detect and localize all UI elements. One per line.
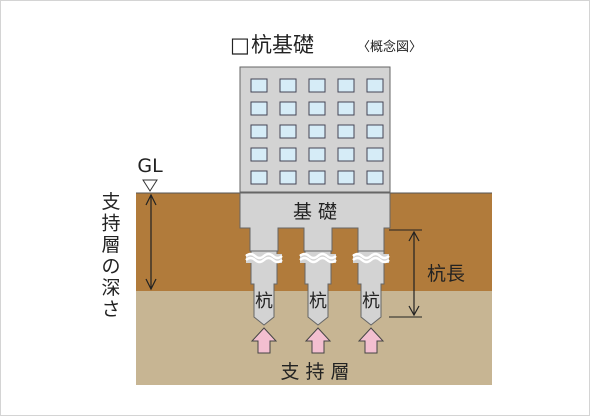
pile-label: 杭 — [309, 291, 327, 312]
bearing-layer-label: 支 持 層 — [280, 361, 349, 383]
up-arrow-icon — [357, 327, 385, 354]
window — [279, 170, 297, 185]
window — [308, 101, 326, 116]
pile-break-mark — [299, 256, 337, 264]
depth-dimension — [145, 193, 157, 291]
gl-triangle-icon — [142, 179, 158, 192]
pile: 杭 — [352, 250, 390, 326]
window — [337, 101, 355, 116]
window — [279, 124, 297, 139]
pile-length-dimension — [389, 229, 422, 318]
title-box-glyph: □ — [230, 33, 250, 57]
depth-label: 支持層の深さ — [101, 191, 120, 321]
pile-break-mark — [352, 252, 390, 260]
up-arrow-icon — [250, 327, 278, 354]
bearing-arrows — [250, 327, 385, 354]
piles: 杭杭杭 — [245, 250, 390, 326]
pile-body — [357, 250, 385, 326]
window — [366, 78, 384, 93]
window — [308, 124, 326, 139]
window — [337, 78, 355, 93]
building-windows — [250, 78, 384, 185]
window — [366, 170, 384, 185]
window — [250, 124, 268, 139]
window — [250, 147, 268, 162]
pile-body — [250, 250, 278, 326]
foundation-slab — [239, 192, 391, 252]
window — [366, 124, 384, 139]
pile-body — [304, 250, 332, 326]
window — [279, 78, 297, 93]
window — [279, 147, 297, 162]
gl-label: GL — [137, 155, 163, 177]
window — [366, 147, 384, 162]
pile-label: 杭 — [255, 291, 273, 312]
foundation-and-piles: 基 礎 杭 杭 杭 — [239, 192, 391, 326]
title-subtitle: 〈概念図〉 — [357, 39, 422, 55]
window — [308, 170, 326, 185]
window — [308, 78, 326, 93]
window — [250, 170, 268, 185]
window — [250, 78, 268, 93]
pile-break-mark — [245, 252, 283, 260]
window — [337, 147, 355, 162]
pile-break-mark — [352, 256, 390, 264]
pile: 杭 — [299, 250, 337, 326]
window — [337, 124, 355, 139]
building — [239, 66, 391, 193]
pile-label: 杭 — [362, 291, 380, 312]
page-title: 杭基礎 — [251, 33, 314, 57]
window — [250, 101, 268, 116]
foundation-label: 基 礎 — [293, 201, 337, 223]
pile-break-mark — [245, 256, 283, 264]
window — [279, 101, 297, 116]
up-arrow-icon — [304, 327, 332, 354]
window — [308, 147, 326, 162]
pile: 杭 — [245, 250, 283, 326]
window — [366, 101, 384, 116]
window — [337, 170, 355, 185]
pile-break-mark — [299, 252, 337, 260]
pile-length-label: 杭長 — [427, 263, 465, 285]
